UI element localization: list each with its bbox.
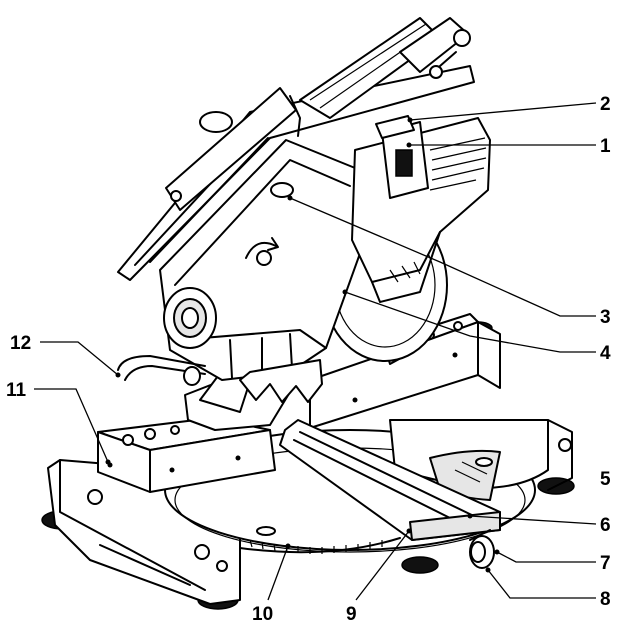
saw-fences [97,313,501,493]
callout-10: 10 [252,604,273,625]
callout-6: 6 [600,515,611,536]
callout-9: 9 [346,604,357,625]
saw-head [117,17,491,431]
callout-7: 7 [600,553,611,574]
callout-2: 2 [600,94,611,115]
callout-3: 3 [600,307,611,328]
callout-8: 8 [600,589,611,610]
callout-4: 4 [600,343,611,364]
callout-11: 11 [6,380,27,401]
callout-5: 5 [600,469,611,490]
callout-12: 12 [10,333,31,354]
callout-numbers: 1 2 3 4 5 6 7 8 9 10 11 12 [6,94,611,625]
callout-1: 1 [600,136,611,157]
turntable-arm [279,419,501,569]
callout-leaders [34,102,597,601]
